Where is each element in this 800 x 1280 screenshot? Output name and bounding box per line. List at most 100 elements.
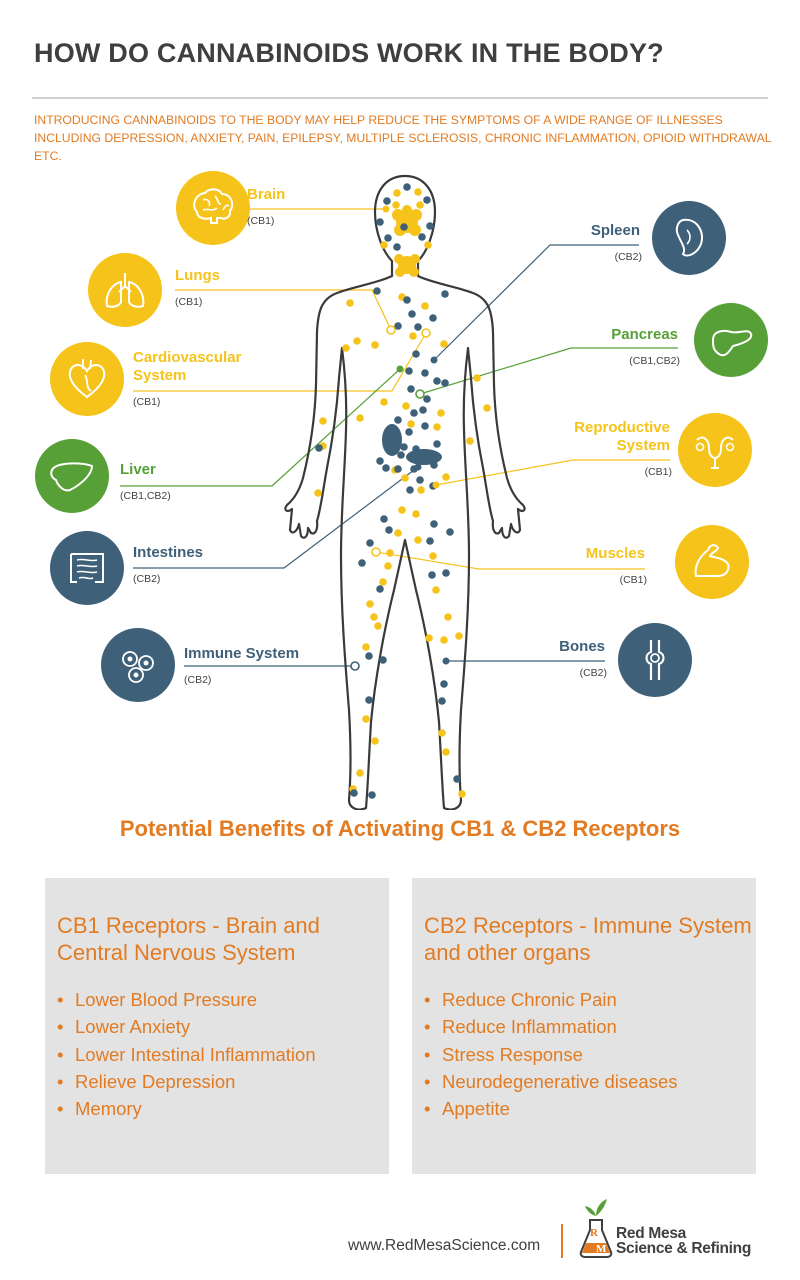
cb1-receptor-dot: [414, 188, 422, 196]
cb2-receptor-dot: [423, 196, 431, 204]
cb2-receptor-dot: [433, 440, 441, 448]
cb1-receptor-dot: [356, 414, 364, 422]
liver-organ: [382, 424, 402, 456]
liver-receptor-code: (CB1,CB2): [120, 490, 171, 502]
cb1-receptor-dot: [458, 790, 466, 798]
list-item: •Neurodegenerative diseases: [424, 1070, 678, 1092]
cb1-receptor-dot: [392, 201, 400, 209]
connector-markers: [350, 205, 450, 671]
cb1-heading: CB1 Receptors - Brain and Central Nervou…: [57, 913, 320, 965]
brain-receptor-code: (CB1): [247, 215, 274, 227]
spleen-label: Spleen: [591, 222, 640, 239]
svg-text:R: R: [590, 1227, 599, 1239]
cb2-receptor-dot: [368, 791, 376, 799]
cb1-receptor-dot: [429, 552, 437, 560]
list-item: •Lower Blood Pressure: [57, 989, 258, 1010]
cb1-receptor-dot: [414, 536, 422, 544]
cardio-label: Cardiovascular: [133, 349, 242, 366]
lungs-label: Lungs: [175, 267, 220, 284]
cb2-receptor-dot: [365, 652, 373, 660]
intro-text: INTRODUCING CANNABINOIDS TO THE BODY MAY…: [34, 113, 772, 163]
brand-name: Red Mesa Science & Refining: [616, 1225, 751, 1257]
cb2-receptor-dot: [394, 465, 402, 473]
flask-logo-icon: R M: [579, 1199, 613, 1258]
cb1-receptor-dot: [362, 643, 370, 651]
cb1-receptor-dot: [398, 506, 406, 514]
list-item: •Reduce Inflammation: [424, 1016, 617, 1038]
cb2-receptor-dot: [384, 234, 392, 242]
cb2-receptor-dot: [400, 443, 408, 451]
body-silhouette: [284, 174, 526, 810]
benefits-title: Potential Benefits of Activating CB1 & C…: [119, 816, 681, 841]
cb2-receptor-dot: [430, 520, 438, 528]
reproductive-label: System: [617, 437, 670, 454]
cb1-receptor-dot: [421, 302, 429, 310]
cb2-receptor-dot: [358, 559, 366, 567]
cb2-receptor-dot: [373, 287, 381, 295]
cb1-receptor-dot: [437, 409, 445, 417]
cb2-benefit-list: •Reduce Chronic Pain •Reduce Inflammatio…: [424, 986, 678, 1122]
cb1-receptor-dot: [424, 241, 432, 249]
cb1-receptor-dot: [393, 189, 401, 197]
cardio-connector-end: [421, 328, 431, 338]
cb1-receptor-dot: [371, 737, 379, 745]
cb2-receptor-dot: [412, 350, 420, 358]
cb2-receptor-dot: [426, 537, 434, 545]
cb2-receptor-dot: [366, 539, 374, 547]
cb2-receptor-dot: [376, 457, 384, 465]
intestines-icon: [50, 531, 124, 605]
reproductive-connector-line: [435, 459, 670, 486]
pancreas-label: Pancreas: [611, 326, 678, 343]
cb1-receptor-dot: [409, 332, 417, 340]
cb2-receptor-dot: [414, 323, 422, 331]
cb2-receptor-dot: [393, 243, 401, 251]
cb1-receptor-dot: [407, 420, 415, 428]
pancreas-organ: [406, 449, 442, 465]
cb1-receptor-dot: [425, 634, 433, 642]
brain-connector-end: [382, 205, 390, 213]
lungs-icon: [88, 253, 162, 327]
cells-icon: [101, 628, 175, 702]
cb2-receptor-dot: [426, 222, 434, 230]
website-link[interactable]: www.RedMesaScience.com: [348, 1237, 541, 1254]
list-item: •Lower Anxiety: [57, 1016, 191, 1038]
list-item: •Appetite: [424, 1098, 510, 1120]
cb1-receptor-dot: [356, 769, 364, 777]
list-item: •Stress Response: [424, 1043, 583, 1065]
cb2-receptor-dot: [383, 197, 391, 205]
reproductive-label: Reproductive: [574, 419, 670, 436]
lungs-receptor-code: (CB1): [175, 296, 202, 308]
cb2-receptor-dot: [315, 444, 323, 452]
cb1-receptor-dot: [466, 437, 474, 445]
cb1-receptor-dot: [416, 201, 424, 209]
muscle-icon: [675, 525, 749, 599]
cb2-receptor-dot: [405, 367, 413, 375]
bones-connector-end: [442, 657, 450, 665]
immune-label: Immune System: [184, 645, 299, 662]
cb2-receptor-dot: [350, 789, 358, 797]
spleen-connector-line: [433, 244, 639, 361]
intestines-connector-end: [414, 463, 422, 471]
heart-icon: [50, 342, 124, 416]
cb2-receptor-dot: [441, 290, 449, 298]
title-divider: [32, 97, 768, 99]
lungs-connector-end: [386, 325, 396, 335]
cb1-receptor-dot: [353, 337, 361, 345]
brand-line-1: Red Mesa: [616, 1225, 686, 1242]
cb2-receptor-dot: [408, 310, 416, 318]
organ-labels: Brain(CB1)Lungs(CB1)CardiovascularSystem…: [120, 186, 680, 686]
liver-label: Liver: [120, 461, 156, 478]
cb1-receptor-dot: [442, 748, 450, 756]
muscles-receptor-code: (CB1): [620, 574, 647, 586]
cb1-receptor-dot: [432, 586, 440, 594]
spleen-icon: [652, 201, 726, 275]
bones-receptor-code: (CB2): [580, 667, 607, 679]
reproductive-receptor-code: (CB1): [645, 466, 672, 478]
cb2-receptor-dot: [403, 183, 411, 191]
cb2-receptor-dot: [376, 585, 384, 593]
organ-icons: [35, 171, 768, 702]
cb2-receptor-dot: [421, 422, 429, 430]
cb2-receptor-dot: [394, 322, 402, 330]
intestines-receptor-code: (CB2): [133, 573, 160, 585]
cb1-receptor-dot: [483, 404, 491, 412]
